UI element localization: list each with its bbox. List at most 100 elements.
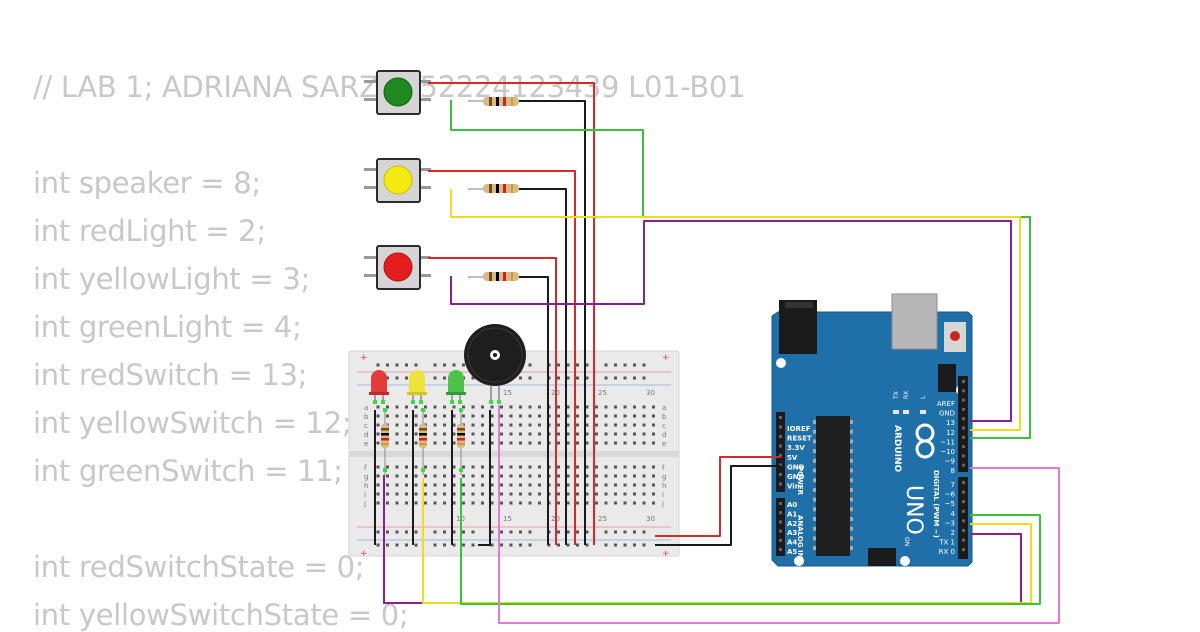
wire-red-5v[interactable] bbox=[655, 456, 781, 537]
power-pin-label: IOREF bbox=[787, 425, 811, 433]
bb-row-label: j bbox=[363, 500, 366, 508]
wire-green-green-led[interactable] bbox=[460, 478, 1041, 605]
power-pin-label: GND bbox=[787, 463, 805, 471]
bb-row-label: d bbox=[364, 431, 368, 439]
code-line: int yellowSwitchState = 0; bbox=[33, 598, 409, 632]
board-led bbox=[893, 410, 899, 414]
power-header bbox=[776, 412, 785, 492]
arduino-brand-label: ARDUINO bbox=[892, 425, 902, 473]
code-line: int speaker = 8; bbox=[33, 166, 261, 200]
buzzer[interactable] bbox=[464, 324, 526, 402]
digital-pin-label: 13 bbox=[946, 419, 955, 427]
wire-red-red-button[interactable] bbox=[428, 257, 557, 545]
pin-marker bbox=[489, 400, 493, 404]
wire-black-gnd[interactable] bbox=[655, 465, 781, 546]
digital-pin-label: 8 bbox=[951, 467, 955, 475]
bb-row-label: j bbox=[661, 500, 664, 508]
board-led bbox=[920, 410, 926, 414]
pin-marker bbox=[383, 408, 387, 412]
wire-black-green-resistor[interactable] bbox=[519, 100, 586, 545]
code-line: int yellowLight = 3; bbox=[33, 262, 310, 296]
resistor-led-green[interactable] bbox=[457, 410, 465, 475]
bb-row-label: d bbox=[662, 431, 666, 439]
bb-row-label: i bbox=[662, 491, 664, 499]
bb-row-label: h bbox=[364, 482, 368, 490]
wire-pink-speaker[interactable] bbox=[498, 405, 1060, 624]
wire-red-green-button[interactable] bbox=[428, 82, 595, 545]
power-pin-label: Vin bbox=[787, 483, 800, 491]
bb-row-label: a bbox=[662, 404, 666, 412]
power-jack bbox=[779, 300, 817, 354]
resistor-led-yellow[interactable] bbox=[419, 410, 427, 475]
digital-pin-label: 12 bbox=[946, 429, 955, 437]
digital-pin-label: AREF bbox=[937, 400, 955, 408]
analog-pin-label: A0 bbox=[787, 501, 797, 509]
wire-black-gnd-4[interactable] bbox=[478, 410, 491, 546]
bb-plus-bl: + bbox=[360, 549, 368, 559]
digital-pin-label: GND bbox=[939, 410, 955, 418]
digital-pin-label: ~3 bbox=[945, 519, 955, 527]
code-line: int redSwitchState = 0; bbox=[33, 550, 365, 584]
bb-col-label: 25 bbox=[598, 389, 607, 397]
bb-row-label: e bbox=[364, 440, 368, 448]
bb-row-label: g bbox=[662, 473, 666, 481]
pin-marker bbox=[459, 468, 463, 472]
bb-row-label: e bbox=[662, 440, 666, 448]
bb-row-label: c bbox=[662, 422, 666, 430]
wire-yellow-switch[interactable] bbox=[450, 189, 1021, 431]
digital-header-top bbox=[958, 376, 968, 472]
bb-row-label: h bbox=[662, 482, 666, 490]
pushbutton-green[interactable] bbox=[364, 70, 431, 115]
wire-black-yellow-resistor[interactable] bbox=[519, 188, 567, 545]
pin-marker bbox=[458, 400, 462, 404]
digital-pin-label: ~11 bbox=[940, 438, 955, 446]
power-pin-label: 5V bbox=[787, 454, 798, 462]
arduino-digital-label: DIGITAL (PWM ~) bbox=[932, 470, 940, 538]
wire-red-yellow-button[interactable] bbox=[428, 170, 576, 545]
resistor-led-red[interactable] bbox=[381, 410, 389, 475]
pin-marker bbox=[497, 400, 501, 404]
bb-row-label: i bbox=[364, 491, 366, 499]
analog-pin-label: A5 bbox=[787, 548, 797, 556]
digital-pin-label: ~9 bbox=[945, 458, 955, 466]
power-pin-label: 3.3V bbox=[787, 444, 805, 452]
power-pin-label: GND bbox=[787, 473, 805, 481]
pushbutton-yellow[interactable] bbox=[364, 158, 431, 203]
usb-port bbox=[891, 293, 938, 350]
pin-marker bbox=[421, 408, 425, 412]
bb-row-label: a bbox=[364, 404, 368, 412]
bb-row-label: c bbox=[364, 422, 368, 430]
digital-pin-label: ~5 bbox=[945, 500, 955, 508]
wire-purple-switch[interactable] bbox=[450, 220, 1012, 422]
led-yellow[interactable] bbox=[407, 370, 427, 402]
pushbutton-red[interactable] bbox=[364, 245, 431, 290]
arduino-uno[interactable]: IOREFRESET3.3V5VGNDGNDVinA0A1A2A3A4A5ARE… bbox=[771, 293, 973, 567]
arduino-infinity-logo bbox=[915, 423, 935, 459]
arduino-model-label: UNO bbox=[901, 485, 926, 535]
pin-marker bbox=[419, 400, 423, 404]
board-led-label: TX bbox=[893, 391, 900, 400]
bb-plus-tl: + bbox=[360, 353, 368, 363]
wire-black-red-resistor[interactable] bbox=[519, 276, 549, 545]
pin-marker bbox=[421, 468, 425, 472]
arduino-analog-label: ANALOG IN bbox=[796, 515, 804, 559]
board-led bbox=[903, 410, 909, 414]
digital-header-bottom bbox=[958, 477, 968, 559]
digital-pin-label: ~10 bbox=[940, 448, 955, 456]
arduino-on-label: ON bbox=[903, 537, 910, 546]
power-pin-label: RESET bbox=[787, 435, 812, 443]
analog-pin-label: A3 bbox=[787, 529, 797, 537]
pin-marker bbox=[381, 400, 385, 404]
resistor-button-green[interactable] bbox=[468, 97, 530, 106]
board-led-label: RX bbox=[903, 391, 910, 399]
code-line: int redLight = 2; bbox=[33, 214, 266, 248]
analog-pin-label: A1 bbox=[787, 510, 797, 518]
code-line: int redSwitch = 13; bbox=[33, 358, 308, 392]
bb-row-label: g bbox=[364, 473, 368, 481]
analog-pin-label: A4 bbox=[787, 539, 797, 547]
code-line: int greenSwitch = 11; bbox=[33, 454, 343, 488]
digital-pin-label: ~6 bbox=[945, 491, 956, 499]
bb-col-label: 15 bbox=[503, 515, 512, 523]
